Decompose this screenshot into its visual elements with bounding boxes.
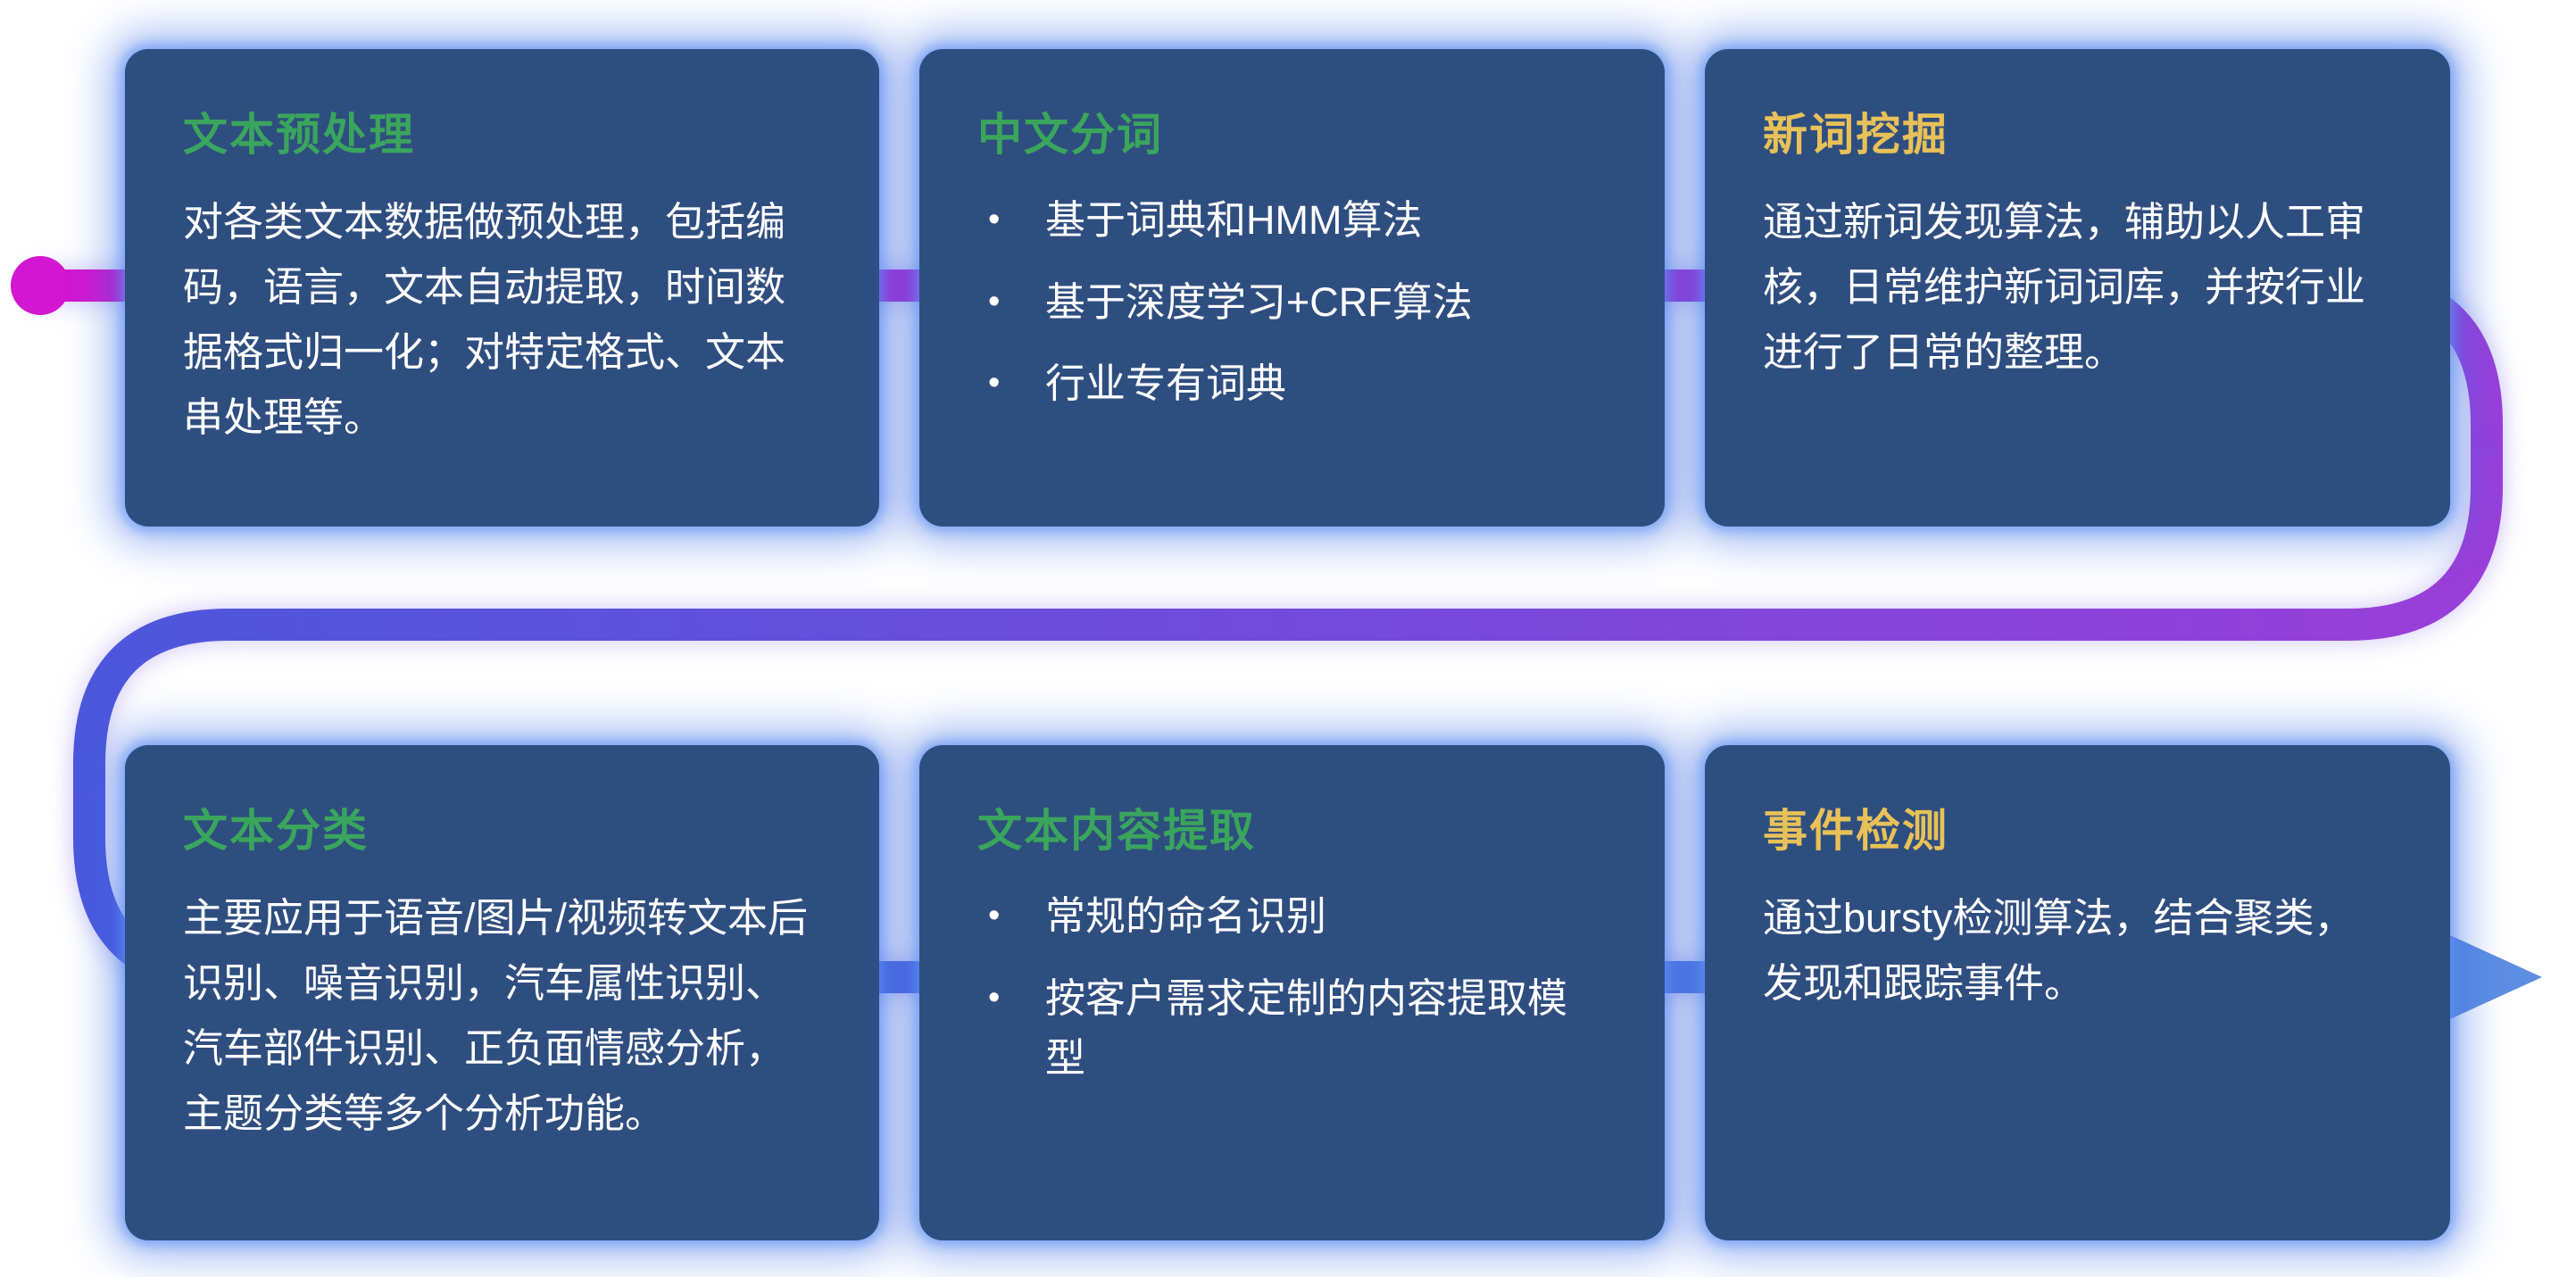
flow-pipe-middle (73, 457, 2503, 800)
card-body: 对各类文本数据做预处理，包括编码，语言，文本自动提取，时间数据格式归一化；对特定… (183, 199, 786, 440)
bullet-icon: • (988, 364, 1001, 402)
list-item: • 基于词典和HMM算法 (977, 190, 1602, 251)
bullet-text: 常规的命名识别 (1045, 893, 1327, 939)
card-new-word-mining: 新词挖掘 通过新词发现算法，辅助以人工审核，日常维护新词词库，并按行业进行了日常… (1705, 49, 2450, 527)
bullet-icon: • (988, 282, 1001, 320)
list-item: • 行业专有词典 (977, 353, 1602, 414)
bullet-icon: • (988, 201, 1001, 238)
card-event-detection: 事件检测 通过bursty检测算法，结合聚类，发现和跟踪事件。 (1705, 745, 2450, 1240)
card-title: 中文分词 (977, 110, 1163, 160)
card-text-classification: 文本分类 主要应用于语音/图片/视频转文本后识别、噪音识别，汽车属性识别、汽车部… (125, 745, 879, 1240)
card-text-preprocessing: 文本预处理 对各类文本数据做预处理，包括编码，语言，文本自动提取，时间数据格式归… (125, 49, 879, 527)
card-title: 新词挖掘 (1763, 110, 1949, 160)
bullet-text: 基于深度学习+CRF算法 (1045, 278, 1473, 325)
list-item: • 按客户需求定制的内容提取模型 (977, 968, 1602, 1089)
card-chinese-word-segmentation: 中文分词 • 基于词典和HMM算法 • 基于深度学习+CRF算法 • 行业专有词… (919, 49, 1665, 527)
card-text-content-extraction: 文本内容提取 • 常规的命名识别 • 按客户需求定制的内容提取模型 (919, 745, 1665, 1240)
flow-end-arrow-icon (2440, 931, 2542, 1024)
card-title: 文本分类 (183, 806, 369, 856)
bullet-icon: • (988, 978, 1001, 1016)
bullet-text: 按客户需求定制的内容提取模型 (1045, 974, 1568, 1082)
bullet-icon: • (988, 897, 1001, 934)
bullet-list: • 常规的命名识别 • 按客户需求定制的内容提取模型 (977, 886, 1602, 1089)
bullet-list: • 基于词典和HMM算法 • 基于深度学习+CRF算法 • 行业专有词典 (977, 190, 1602, 414)
list-item: • 基于深度学习+CRF算法 (977, 272, 1602, 333)
card-title: 事件检测 (1763, 806, 1949, 856)
bullet-text: 基于词典和HMM算法 (1045, 197, 1423, 243)
card-body: 通过新词发现算法，辅助以人工审核，日常维护新词词库，并按行业进行了日常的整理。 (1763, 199, 2366, 375)
bullet-text: 行业专有词典 (1045, 361, 1287, 406)
list-item: • 常规的命名识别 (977, 886, 1602, 947)
card-title: 文本内容提取 (977, 806, 1256, 856)
card-body: 通过bursty检测算法，结合聚类，发现和跟踪事件。 (1763, 895, 2355, 1006)
card-title: 文本预处理 (183, 110, 415, 160)
card-body: 主要应用于语音/图片/视频转文本后识别、噪音识别，汽车属性识别、汽车部件识别、正… (183, 895, 809, 1136)
flow-start-dot-icon (11, 256, 70, 315)
